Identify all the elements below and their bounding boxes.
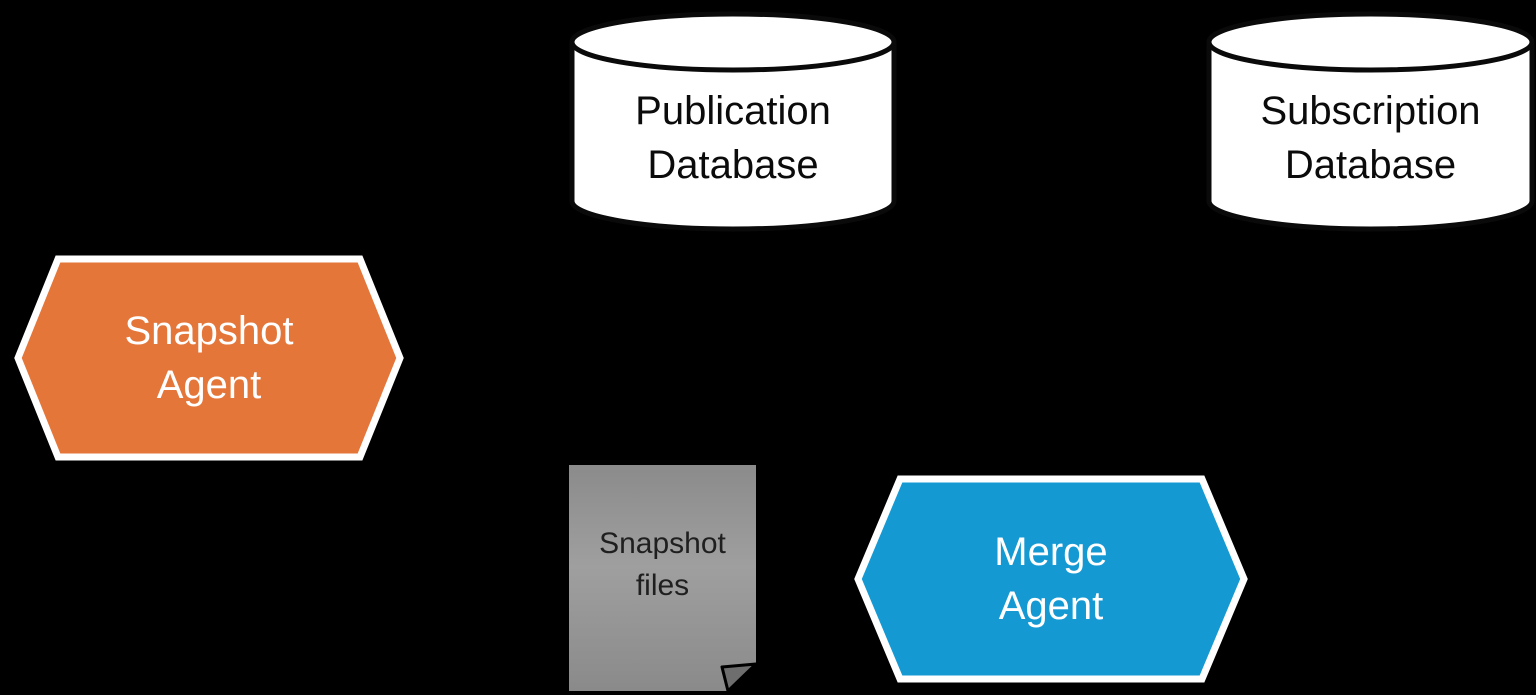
folded-corner-icon	[720, 662, 758, 693]
database-cylinder-icon	[569, 11, 897, 232]
document-icon	[569, 465, 758, 693]
node-snapshot-files: Snapshot files	[568, 464, 758, 693]
database-cylinder-icon	[1206, 11, 1535, 232]
node-publication-database: Publication Database	[568, 10, 898, 233]
node-merge-agent: Merge Agent	[850, 473, 1252, 685]
hexagon-shape	[14, 255, 404, 461]
hexagon-shape	[854, 475, 1248, 683]
node-subscription-database: Subscription Database	[1205, 10, 1536, 233]
node-snapshot-agent: Snapshot Agent	[10, 253, 408, 463]
